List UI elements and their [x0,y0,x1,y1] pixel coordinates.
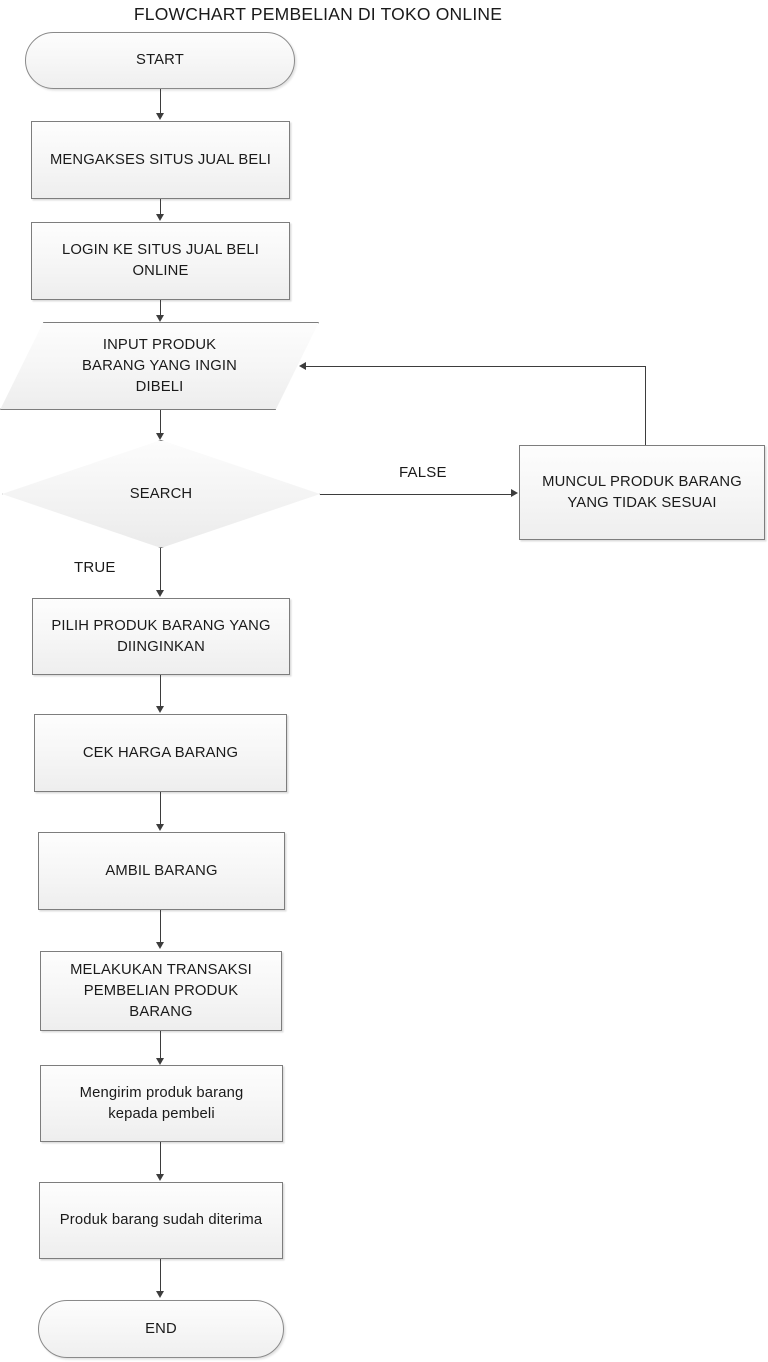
edge-label-false: FALSE [399,464,447,481]
arrowhead-muncul-feedback-to-input [299,362,306,370]
connector-cek-to-ambil [160,792,161,825]
node-mengakses-situs[interactable]: MENGAKSES SITUS JUAL BELI [31,121,290,199]
arrowhead-search-true-to-pilih [155,590,164,597]
arrowhead-start-to-akses [155,113,164,120]
connector-muncul-feedback-horizontal [306,366,646,367]
arrowhead-search-false-to-muncul [511,489,518,497]
connector-transaksi-to-kirim [160,1031,161,1059]
node-mengakses-situs-label: MENGAKSES SITUS JUAL BELI [49,151,272,168]
arrowhead-cek-to-ambil [155,824,164,831]
node-login-situs[interactable]: LOGIN KE SITUS JUAL BELI ONLINE [31,222,290,300]
arrowhead-pilih-to-cek [155,706,164,713]
node-mengirim-produk[interactable]: Mengirim produk barang kepada pembeli [40,1065,283,1142]
node-melakukan-transaksi[interactable]: MELAKUKAN TRANSAKSI PEMBELIAN PRODUK BAR… [40,951,282,1031]
arrowhead-diterima-to-end [155,1291,164,1298]
node-cek-harga[interactable]: CEK HARGA BARANG [34,714,287,792]
connector-start-to-akses [160,89,161,114]
connector-search-true-to-pilih [160,548,161,591]
node-ambil-barang[interactable]: AMBIL BARANG [38,832,285,910]
node-produk-diterima[interactable]: Produk barang sudah diterima [39,1182,283,1259]
node-melakukan-transaksi-label: MELAKUKAN TRANSAKSI PEMBELIAN PRODUK BAR… [70,961,252,1020]
node-ambil-barang-label: AMBIL BARANG [105,862,218,879]
connector-akses-to-login [160,199,161,215]
node-login-situs-label: LOGIN KE SITUS JUAL BELI ONLINE [61,242,260,279]
node-pilih-produk-label: PILIH PRODUK BARANG YANG DIINGINKAN [51,617,271,655]
node-input-produk-shape [0,322,319,410]
connector-muncul-feedback-vertical [645,366,646,445]
node-mengirim-produk-label: Mengirim produk barang kepada pembeli [79,1084,244,1122]
node-start[interactable]: START [25,32,295,89]
node-input-produk[interactable]: INPUT PRODUK BARANG YANG INGIN DIBELI [0,322,319,410]
node-search-decision[interactable]: SEARCH [2,440,320,548]
connector-search-false-to-muncul [320,493,512,495]
node-produk-diterima-label: Produk barang sudah diterima [59,1212,263,1228]
arrowhead-transaksi-to-kirim [155,1058,164,1065]
node-cek-harga-label: CEK HARGA BARANG [82,744,239,761]
connector-pilih-to-cek [160,675,161,707]
edge-label-true: TRUE [74,559,116,576]
node-pilih-produk[interactable]: PILIH PRODUK BARANG YANG DIINGINKAN [32,598,290,675]
arrowhead-ambil-to-transaksi [155,942,164,949]
page-title: FLOWCHART PEMBELIAN DI TOKO ONLINE [133,4,503,24]
node-end[interactable]: END [38,1300,284,1358]
connector-kirim-to-diterima [160,1142,161,1175]
connector-login-to-input [160,300,161,316]
node-muncul-produk[interactable]: MUNCUL PRODUK BARANG YANG TIDAK SESUAI [519,445,765,540]
arrowhead-akses-to-login [155,214,164,221]
connector-ambil-to-transaksi [160,910,161,943]
arrowhead-login-to-input [155,315,164,322]
node-input-produk-label: INPUT PRODUK BARANG YANG INGIN DIBELI [82,336,237,395]
arrowhead-input-to-search [155,433,164,440]
node-search-decision-label: SEARCH [129,485,193,502]
arrowhead-kirim-to-diterima [155,1174,164,1181]
connector-input-to-search [160,410,161,434]
node-muncul-produk-label: MUNCUL PRODUK BARANG YANG TIDAK SESUAI [542,473,742,511]
connector-diterima-to-end [160,1259,161,1292]
node-start-label: START [136,52,184,68]
node-end-label: END [145,1320,177,1337]
